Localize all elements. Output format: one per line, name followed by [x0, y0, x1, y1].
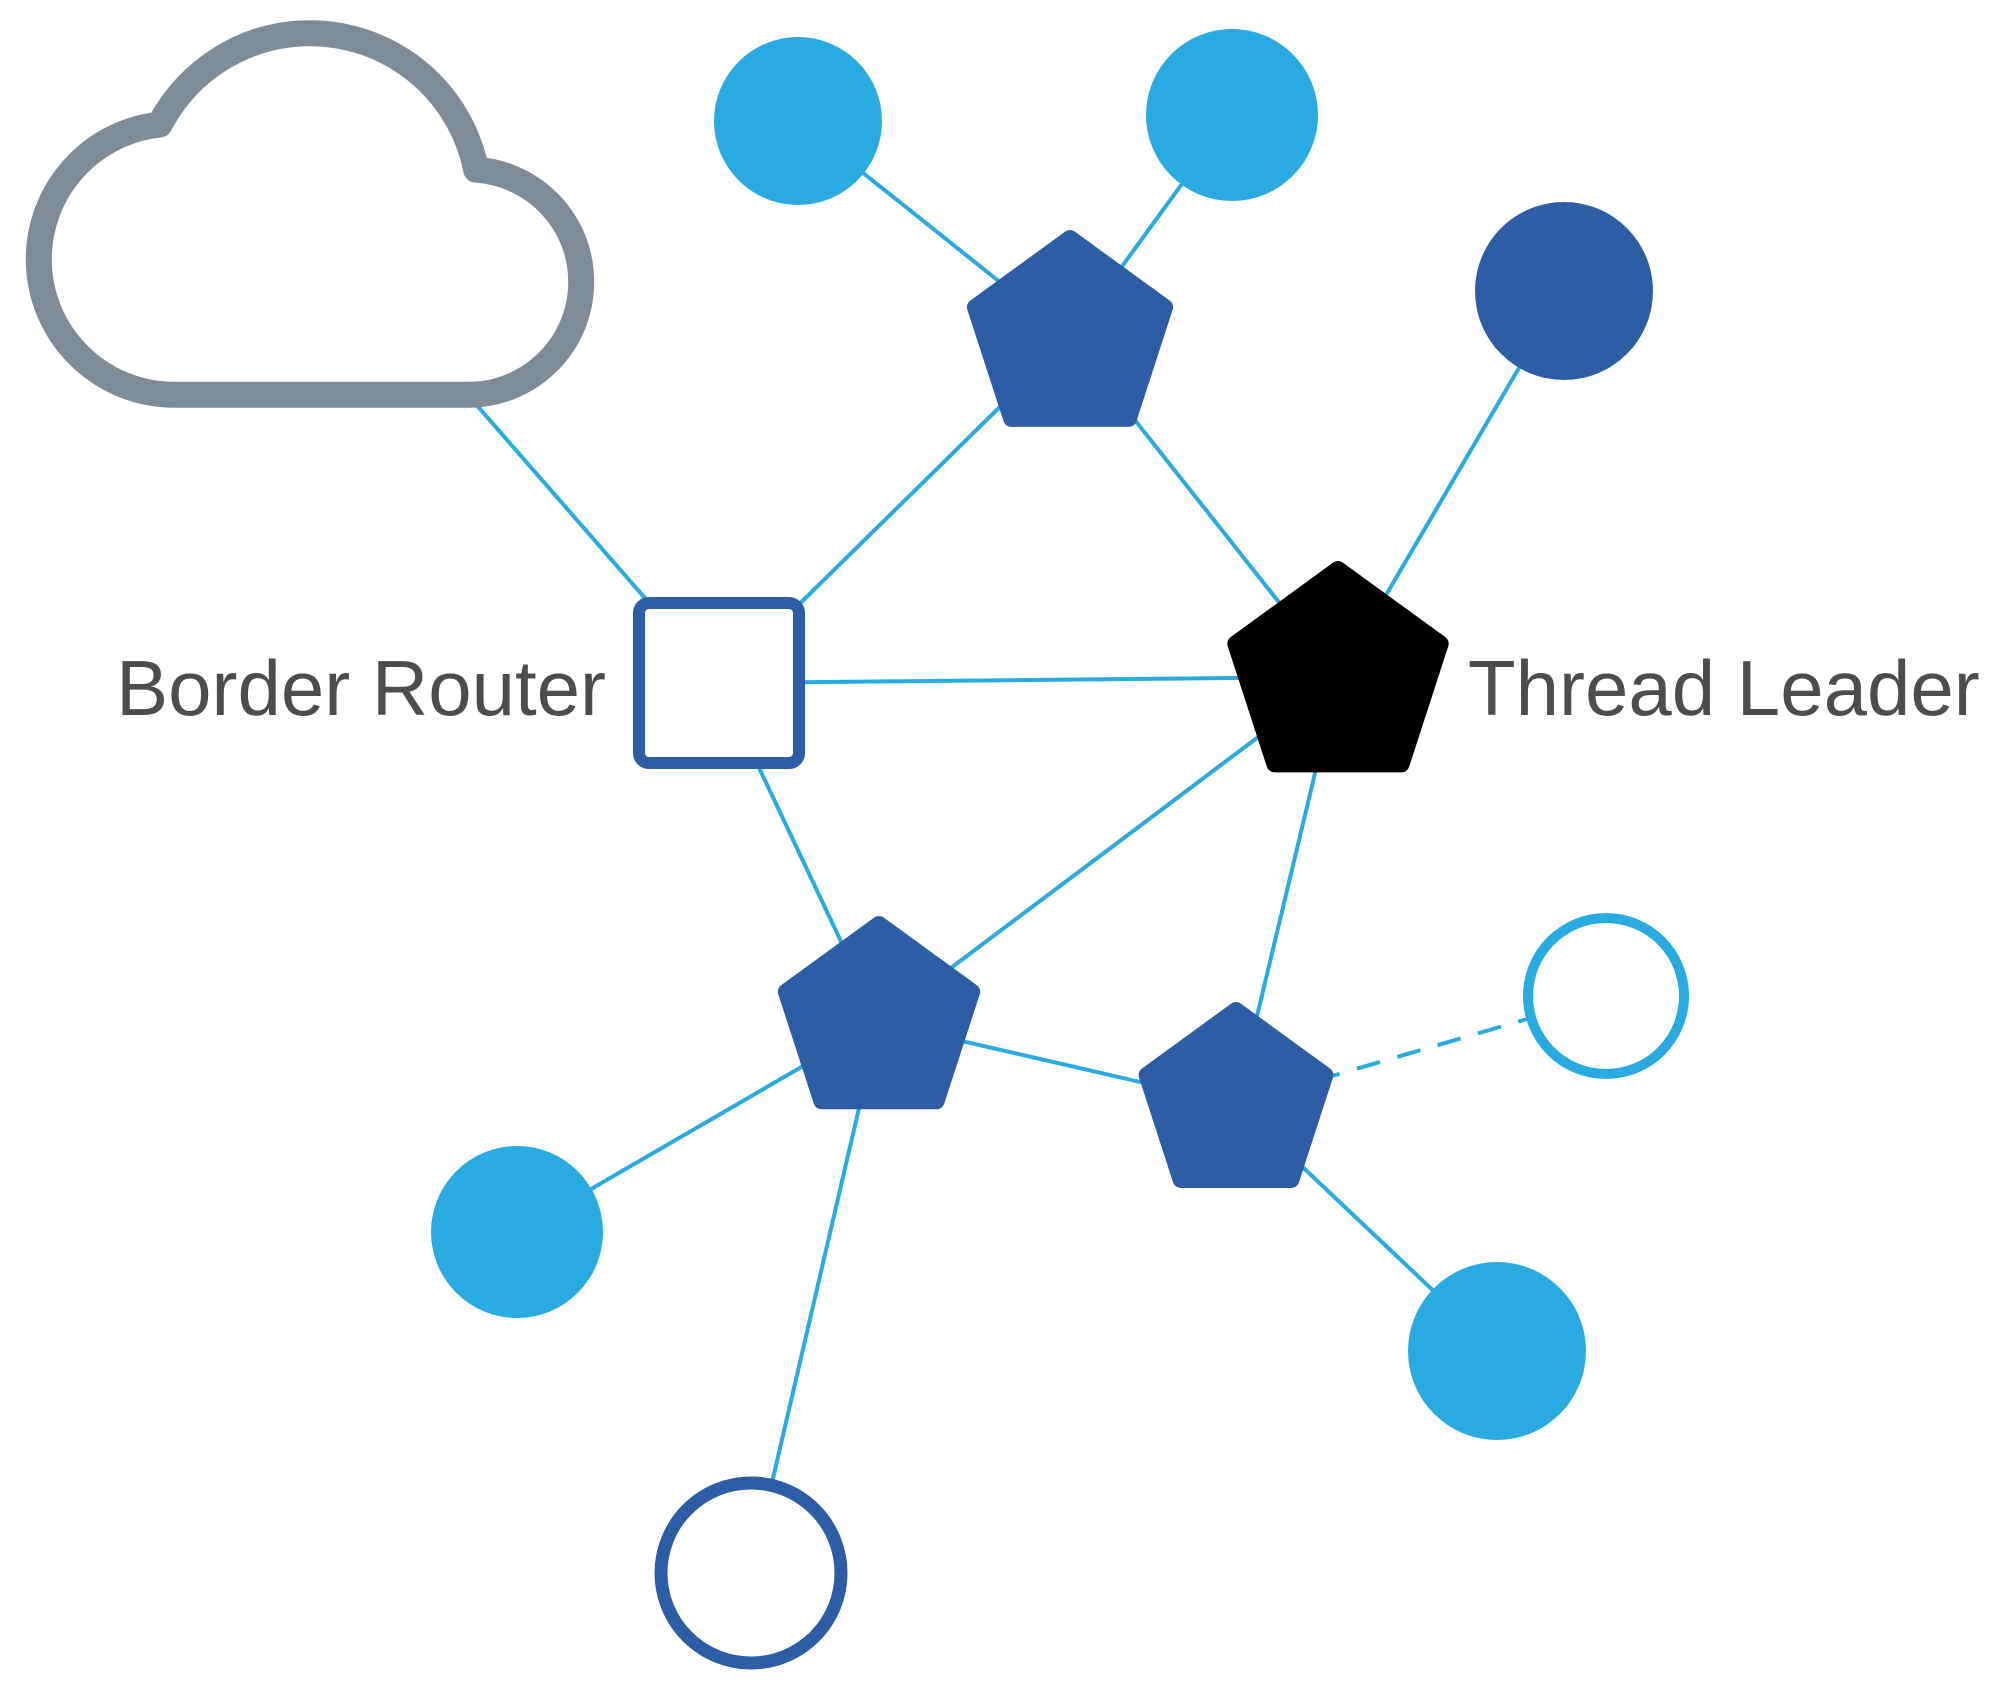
sleepy-end-device-outline-dark [654, 1476, 848, 1670]
end-device-bottom-left [431, 1146, 603, 1318]
router-bottom-left [777, 916, 981, 1110]
border-router-label: Border Router [116, 644, 606, 732]
end-device-top-left [714, 37, 882, 205]
thread-leader [1227, 561, 1449, 773]
internet-cloud-icon [25, 20, 595, 408]
thread-leader-label: Thread Leader [1468, 644, 1980, 732]
end-device-bottom-right [1408, 1262, 1586, 1440]
router-eligible-end-device [1475, 202, 1653, 380]
end-device-top-right [1146, 29, 1318, 201]
router-top [966, 230, 1174, 427]
sleepy-end-device-outline-cyan [1523, 913, 1689, 1079]
nodes-layer [25, 20, 1689, 1670]
border-router [633, 597, 805, 769]
router-bottom-right [1138, 1002, 1334, 1188]
edge-border_router-thread_leader [718, 675, 1339, 685]
